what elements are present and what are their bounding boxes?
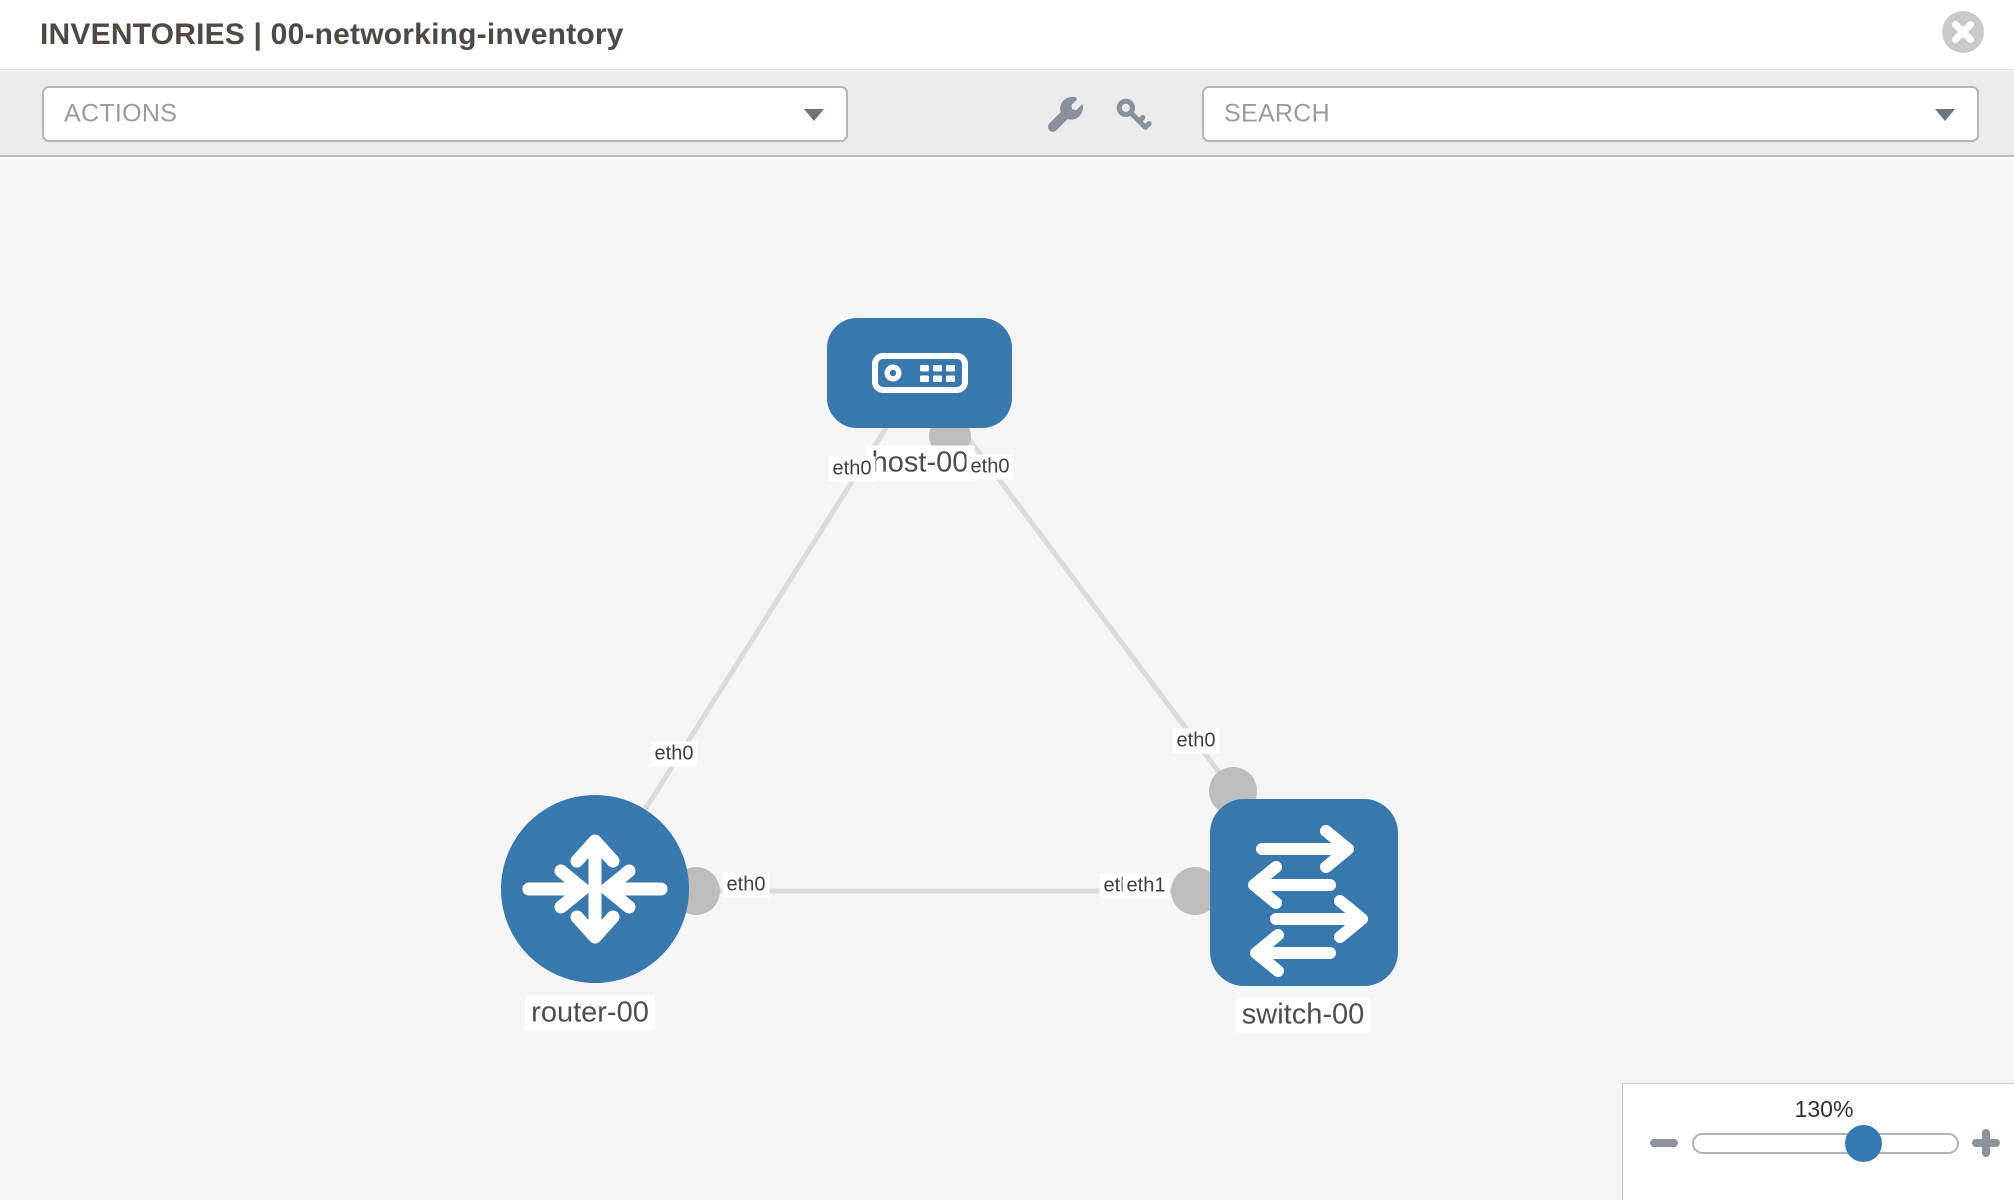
interface-label: eth0 bbox=[650, 741, 698, 767]
zoom-out-button[interactable] bbox=[1647, 1129, 1681, 1157]
chevron-down-icon bbox=[804, 109, 824, 121]
topology-links-layer bbox=[592, 372, 1257, 915]
zoom-slider-handle[interactable] bbox=[1845, 1125, 1882, 1162]
node-host-00[interactable] bbox=[827, 318, 1012, 428]
router-icon bbox=[522, 834, 668, 944]
interface-label: eth1 bbox=[1122, 873, 1170, 899]
search-dropdown[interactable]: SEARCH bbox=[1202, 86, 1979, 142]
key-button[interactable] bbox=[1114, 96, 1152, 134]
actions-dropdown[interactable]: ACTIONS bbox=[42, 86, 848, 142]
interface-label: eth0 bbox=[828, 456, 876, 482]
zoom-in-button[interactable] bbox=[1969, 1129, 2003, 1157]
connector-switch-eth1 bbox=[1171, 867, 1219, 915]
zoom-panel: 130% bbox=[1622, 1083, 2014, 1200]
zoom-level-label: 130% bbox=[1794, 1096, 1854, 1122]
zoom-slider-track[interactable] bbox=[1692, 1133, 1959, 1154]
interface-label: eth0 bbox=[722, 872, 770, 898]
wrench-icon bbox=[1048, 96, 1085, 132]
minus-icon bbox=[1650, 1139, 1678, 1147]
topology-canvas[interactable]: host-00 router-00 switch-00 eth0 eth0 et… bbox=[0, 159, 2014, 1200]
host-icon bbox=[871, 353, 968, 393]
app-header: INVENTORIES | 00-networking-inventory bbox=[0, 0, 2014, 70]
interface-label: eth0 bbox=[1172, 728, 1220, 754]
chevron-down-icon bbox=[1935, 109, 1955, 121]
node-switch-00[interactable] bbox=[1210, 799, 1398, 986]
node-label-switch: switch-00 bbox=[1235, 997, 1371, 1033]
page-title: INVENTORIES | 00-networking-inventory bbox=[40, 17, 624, 51]
wrench-button[interactable] bbox=[1048, 96, 1086, 134]
toolbar: ACTIONS SEARCH bbox=[0, 71, 2014, 157]
switch-icon bbox=[1248, 825, 1368, 977]
close-button[interactable] bbox=[1942, 11, 1984, 53]
plus-icon bbox=[1982, 1129, 1990, 1157]
link-host-switch bbox=[918, 372, 1235, 793]
node-router-00[interactable] bbox=[501, 795, 689, 983]
search-dropdown-label: SEARCH bbox=[1224, 99, 1330, 128]
node-label-router: router-00 bbox=[525, 995, 655, 1031]
x-circle-icon bbox=[1942, 11, 1984, 53]
node-label-host: host-00 bbox=[865, 445, 975, 481]
interface-label: eth0 bbox=[966, 454, 1014, 480]
actions-dropdown-label: ACTIONS bbox=[64, 99, 178, 128]
key-icon bbox=[1116, 98, 1152, 130]
